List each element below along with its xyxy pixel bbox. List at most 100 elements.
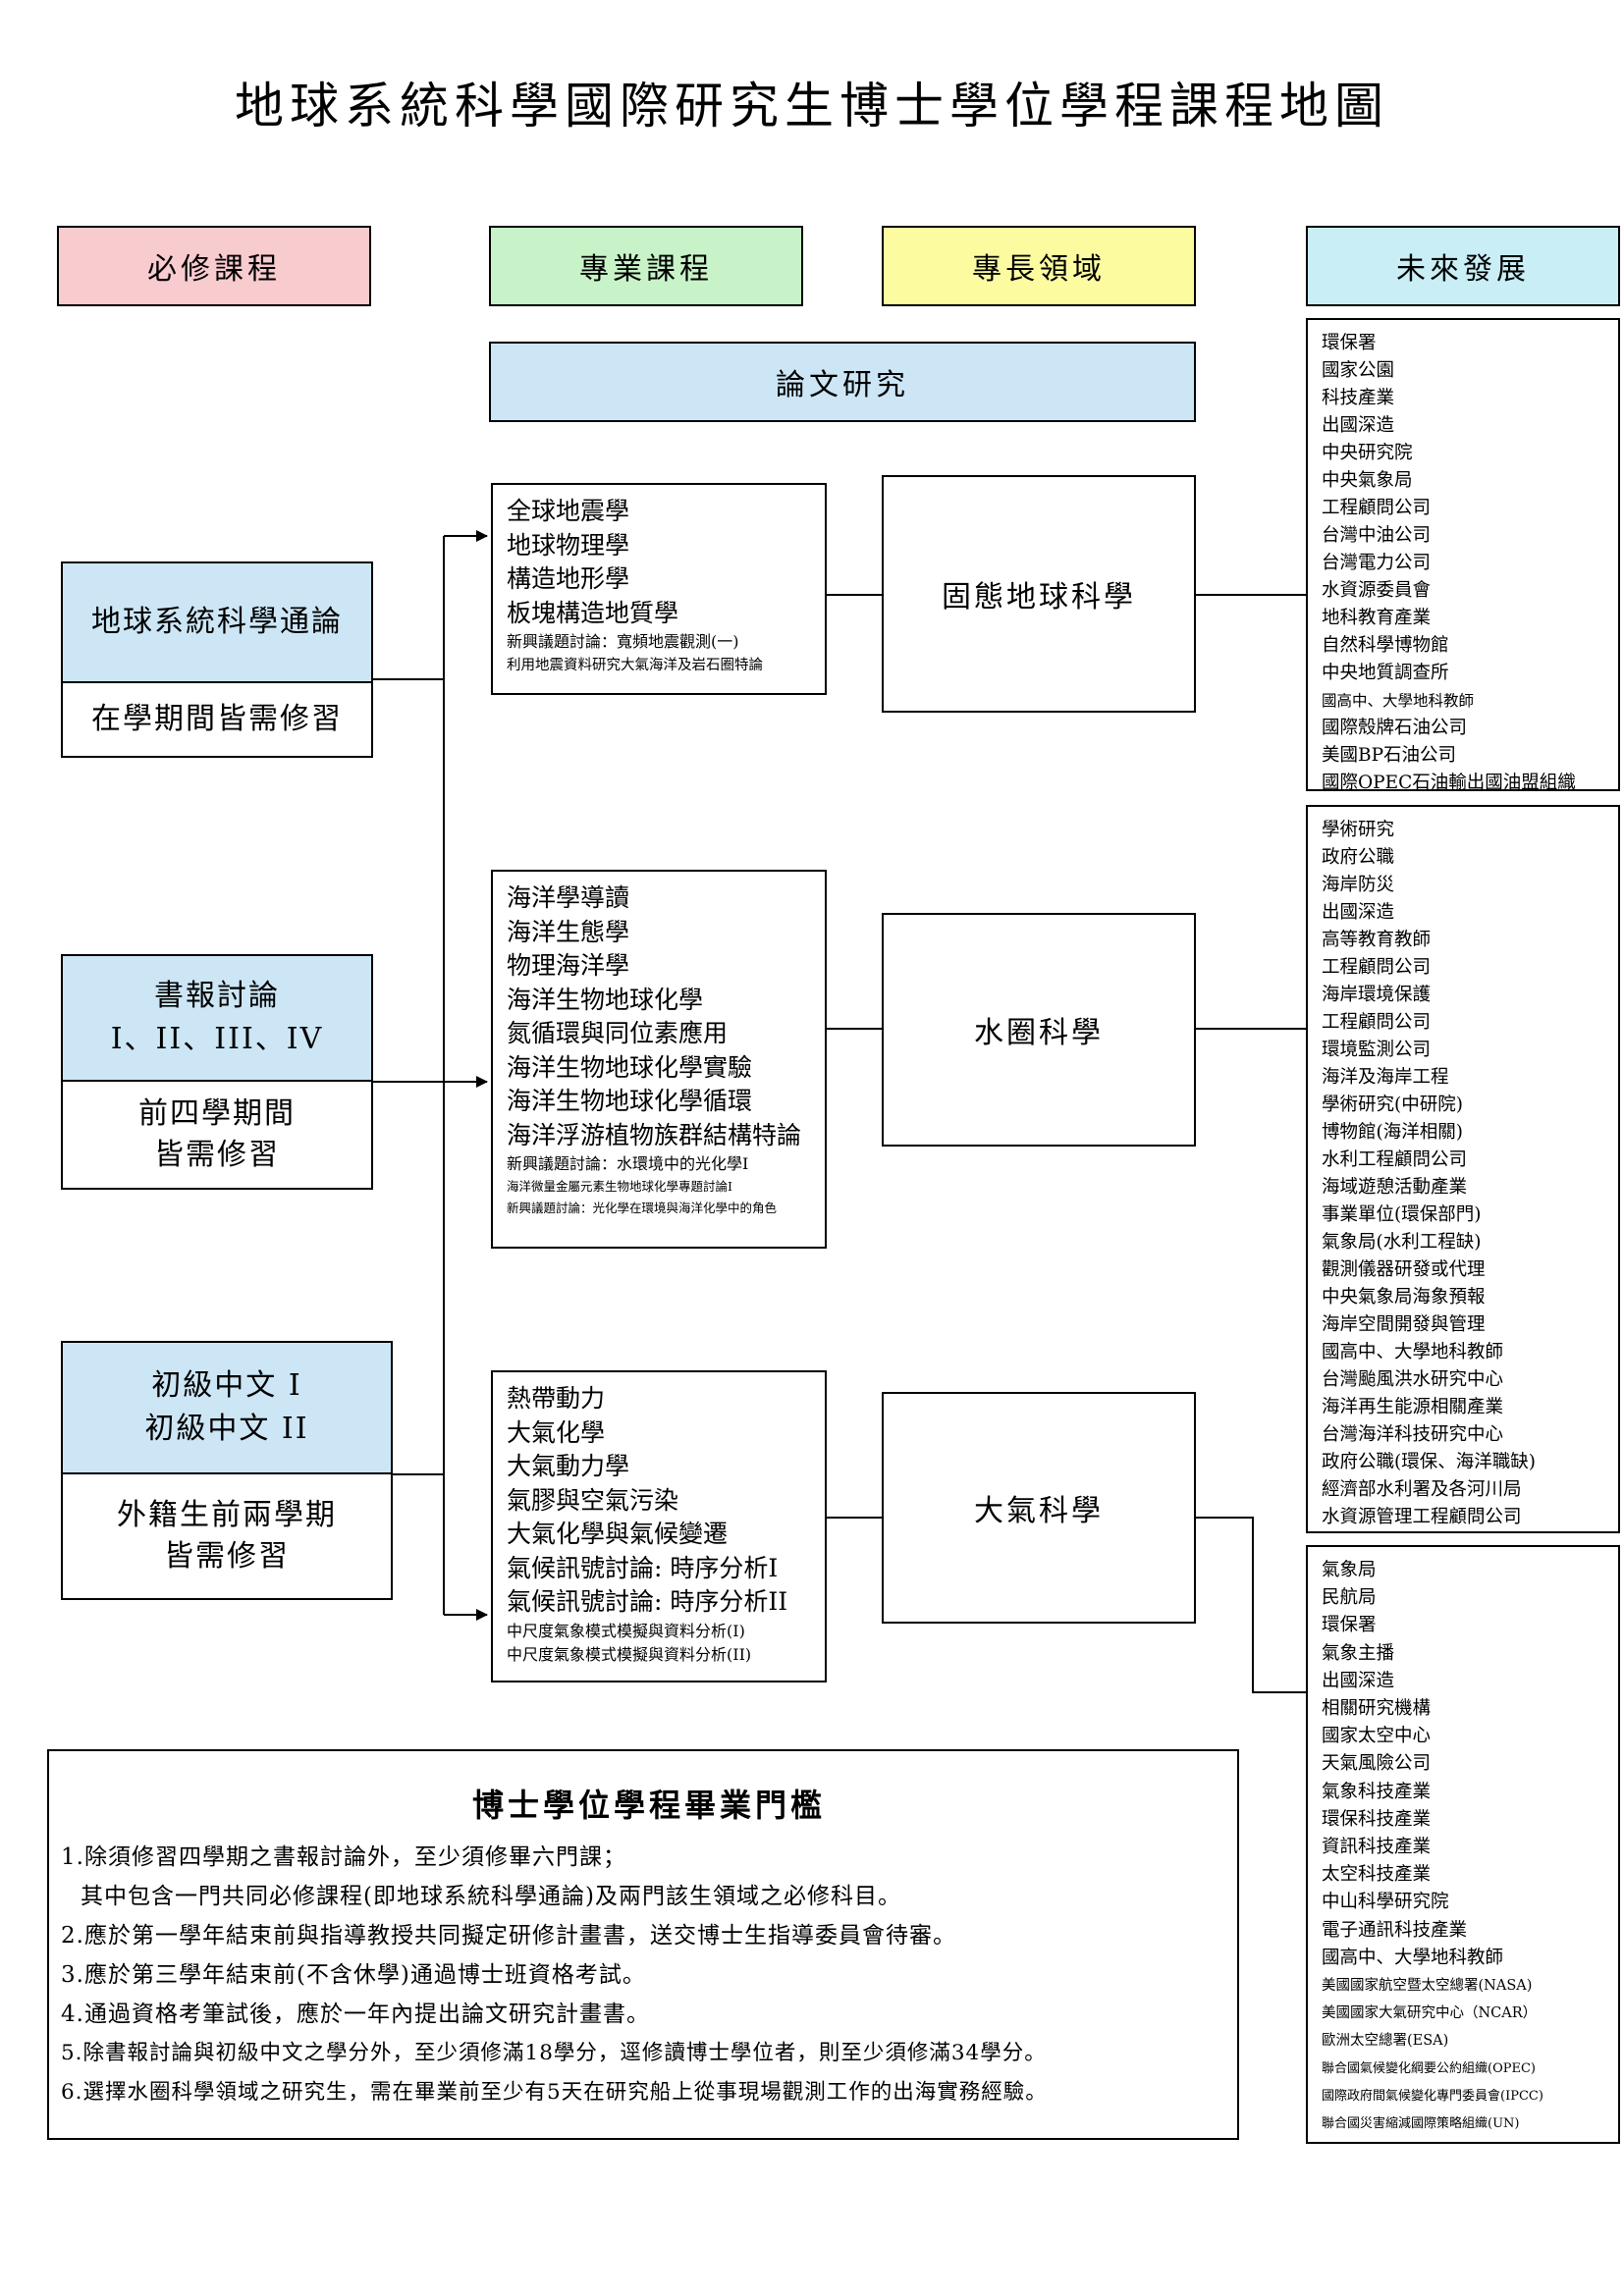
course-item: 物理海洋學	[507, 951, 630, 980]
career-item: 國家太空中心	[1322, 1726, 1432, 1747]
career-item: 政府公職(環保、海洋職缺)	[1322, 1452, 1536, 1472]
career-item: 環保署	[1322, 1615, 1377, 1636]
field-solid-earth: 固態地球科學	[882, 475, 1196, 713]
course-item: 海洋生態學	[507, 917, 630, 946]
required-course-note: 在學期間皆需修習	[61, 681, 373, 758]
course-item: 地球物理學	[507, 530, 630, 560]
required-course-name: 書報討論	[154, 979, 280, 1013]
career-item: 天氣風險公司	[1322, 1753, 1432, 1775]
career-item: 國際殼牌石油公司	[1322, 718, 1468, 738]
course-list-hydrosphere: 海洋學導讀 海洋生態學 物理海洋學 海洋生物地球化學 氮循環與同位素應用 海洋生…	[491, 870, 827, 1249]
career-item: 海洋及海岸工程	[1322, 1067, 1449, 1088]
required-course-note-line: 前四學期間	[138, 1096, 296, 1131]
header-expertise: 專長領域	[882, 226, 1196, 306]
graduation-requirements: 博士學位學程畢業門檻 1.除須修習四學期之書報討論外，至少須修畢六門課； 其中包…	[47, 1749, 1239, 2140]
career-list-atmosphere: 氣象局 民航局 環保署 氣象主播 出國深造 相關研究機構 國家太空中心 天氣風險…	[1306, 1545, 1620, 2144]
career-item: 氣象局	[1322, 1560, 1377, 1580]
career-item: 民航局	[1322, 1587, 1377, 1609]
required-course-name: 初級中文 I	[151, 1368, 302, 1403]
required-course-note-line: 皆需修習	[154, 1138, 280, 1172]
course-list-solid-earth: 全球地震學 地球物理學 構造地形學 板塊構造地質學 新興議題討論：寬頻地震觀測(…	[491, 483, 827, 695]
required-course-note-line: 皆需修習	[164, 1539, 290, 1574]
graduation-title: 博士學位學程畢業門檻	[471, 1787, 826, 1824]
course-item: 氣候訊號討論: 時序分析I	[507, 1553, 779, 1582]
career-item: 中央地質調查所	[1322, 663, 1449, 683]
career-item: 工程顧問公司	[1322, 957, 1432, 978]
career-item: 國高中、大學地科教師	[1322, 692, 1475, 710]
career-item: 氣象主播	[1322, 1642, 1395, 1664]
career-item: 觀測儀器研發或代理	[1322, 1259, 1486, 1280]
career-item: 高等教育教師	[1322, 930, 1432, 950]
career-item: 環境監測公司	[1322, 1040, 1432, 1060]
career-item: 國家公園	[1322, 360, 1395, 381]
course-item: 大氣動力學	[507, 1452, 630, 1480]
course-item: 板塊構造地質學	[507, 598, 679, 627]
course-item: 海洋生物地球化學實驗	[507, 1052, 753, 1082]
course-item: 中尺度氣象模式模擬與資料分析(I)	[507, 1621, 745, 1640]
page-title: 地球系統科學國際研究生博士學位學程課程地圖	[235, 78, 1389, 134]
career-item: 地科教育產業	[1322, 608, 1432, 628]
career-item: 國高中、大學地科教師	[1322, 1947, 1504, 1968]
course-item: 大氣化學	[507, 1417, 606, 1447]
course-item: 海洋微量金屬元素生物地球化學專題討論I	[507, 1179, 732, 1194]
career-item: 資訊科技產業	[1322, 1837, 1432, 1858]
career-item: 環保署	[1322, 333, 1377, 353]
course-item: 氣膠與空氣污染	[507, 1485, 679, 1515]
required-course-earth-system: 地球系統科學通論	[61, 561, 373, 683]
career-item: 自然科學博物館	[1322, 635, 1449, 656]
graduation-line: 其中包含一門共同必修課程(即地球系統科學通論)及兩門該生領域之必修科目。	[81, 1884, 901, 1909]
course-item: 中尺度氣象模式模擬與資料分析(II)	[507, 1644, 752, 1664]
graduation-line: 3.應於第三學年結束前(不含休學)通過博士班資格考試。	[61, 1962, 646, 1988]
course-item: 全球地震學	[507, 497, 630, 525]
career-item: 海岸防災	[1322, 875, 1395, 895]
field-atmosphere: 大氣科學	[882, 1392, 1196, 1624]
course-item: 海洋生物地球化學	[507, 985, 704, 1014]
graduation-line: 6.選擇水圈科學領域之研究生，需在畢業前至少有5天在研究船上從事現場觀測工作的出…	[61, 2080, 1048, 2105]
career-item: 政府公職	[1322, 847, 1395, 868]
course-item: 氣候訊號討論: 時序分析II	[507, 1587, 788, 1616]
career-item: 美國國家航空暨太空總署(NASA)	[1322, 1978, 1533, 1995]
required-course-chinese: 初級中文 I 初級中文 II	[61, 1341, 393, 1474]
career-item: 水資源委員會	[1322, 580, 1432, 601]
career-item: 工程顧問公司	[1322, 1012, 1432, 1033]
career-item: 國際政府間氣候變化專門委員會(IPCC)	[1322, 2088, 1543, 2104]
career-item: 出國深造	[1322, 1670, 1395, 1691]
course-item: 構造地形學	[507, 564, 630, 593]
career-item: 中山科學研究院	[1322, 1892, 1449, 1913]
career-item: 中央氣象局	[1322, 470, 1413, 491]
career-item: 國高中、大學地科教師	[1322, 1342, 1504, 1362]
graduation-line: 2.應於第一學年結束前與指導教授共同擬定研修計畫書，送交博士生指導委員會待審。	[61, 1923, 956, 1949]
career-item: 水資源管理工程顧問公司	[1322, 1507, 1522, 1527]
graduation-line: 1.除須修習四學期之書報討論外，至少須修畢六門課；	[61, 1844, 626, 1870]
career-item: 台灣中油公司	[1322, 525, 1432, 546]
course-item: 新興議題討論：水環境中的光化學I	[507, 1154, 749, 1173]
header-thesis: 論文研究	[489, 342, 1196, 422]
required-course-name: I、II、III、IV	[110, 1022, 324, 1056]
header-professional: 專業課程	[489, 226, 803, 306]
career-item: 博物館(海洋相關)	[1322, 1122, 1463, 1143]
career-item: 聯合國災害縮減國際策略組織(UN)	[1322, 2116, 1520, 2132]
course-item: 氮循環與同位素應用	[507, 1019, 729, 1047]
career-item: 電子通訊科技產業	[1322, 1919, 1468, 1941]
link-career-atmo	[1196, 1517, 1306, 1693]
course-item: 海洋學導讀	[507, 883, 630, 912]
career-item: 海岸環境保護	[1322, 985, 1432, 1005]
graduation-line: 4.通過資格考筆試後，應於一年內提出論文研究計畫書。	[61, 2002, 650, 2027]
career-item: 歐洲太空總署(ESA)	[1322, 2033, 1449, 2050]
career-item: 美國國家大氣研究中心（NCAR）	[1322, 2005, 1538, 2022]
course-item: 大氣化學與氣候變遷	[507, 1520, 729, 1548]
required-course-note-line: 在學期間皆需修習	[91, 702, 343, 736]
course-list-atmosphere: 熱帶動力 大氣化學 大氣動力學 氣膠與空氣污染 大氣化學與氣候變遷 氣候訊號討論…	[491, 1370, 827, 1682]
career-item: 氣象科技產業	[1322, 1781, 1432, 1802]
career-item: 海域遊憩活動產業	[1322, 1177, 1468, 1198]
career-item: 環保科技產業	[1322, 1808, 1432, 1830]
course-item: 海洋生物地球化學循環	[507, 1087, 753, 1115]
career-item: 學術研究	[1322, 820, 1395, 840]
career-item: 學術研究(中研院)	[1322, 1095, 1463, 1115]
career-item: 氣象局(水利工程缺)	[1322, 1232, 1482, 1253]
required-course-note: 前四學期間 皆需修習	[61, 1080, 373, 1190]
career-item: 事業單位(環保部門)	[1322, 1204, 1482, 1225]
course-item: 海洋浮游植物族群結構特論	[507, 1120, 802, 1149]
career-item: 美國BP石油公司	[1322, 745, 1457, 766]
career-item: 太空科技產業	[1322, 1864, 1432, 1886]
